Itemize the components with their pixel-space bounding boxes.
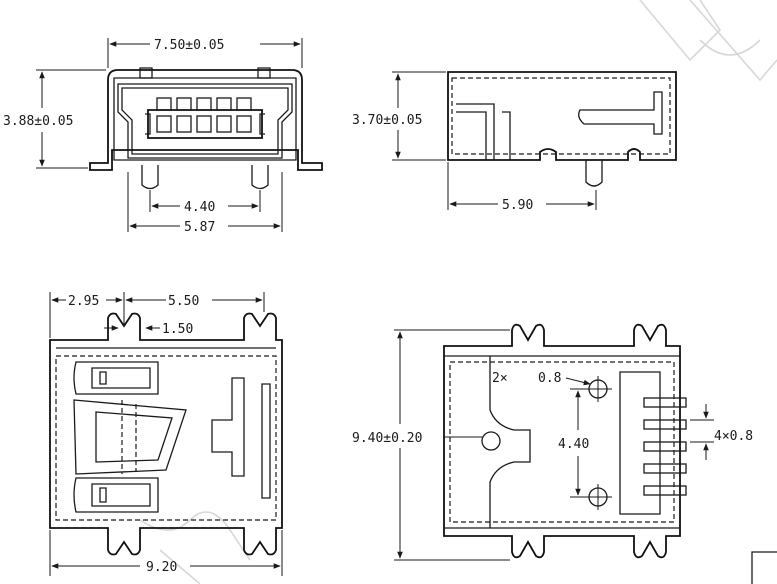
side-view — [447, 71, 677, 187]
front-foot-span-label: 5.87 — [184, 220, 215, 235]
side-height-label: 3.70±0.05 — [352, 113, 422, 128]
bottom-left-offset-label: 2.95 — [68, 294, 99, 309]
front-dimensions: 7.50±0.05 3.88±0.05 4.40 5.87 — [3, 38, 303, 235]
hole-diameter-label: 0.8 — [538, 371, 561, 386]
front-pin-span-label: 4.40 — [184, 200, 215, 215]
layout-length-label: 9.40±0.20 — [352, 431, 422, 446]
side-length-label: 5.90 — [502, 198, 533, 213]
side-dimensions: 3.70±0.05 5.90 — [352, 71, 597, 213]
hole-count-label: 2× — [492, 371, 508, 386]
pin-pitch-label: 4×0.8 — [714, 429, 753, 444]
layout-view — [443, 323, 687, 559]
locating-hole — [481, 431, 501, 451]
layout-dimensions: 9.40±0.20 2× 0.8 4.40 4×0.8 — [352, 329, 753, 561]
front-view — [89, 67, 323, 190]
hole-span-label: 4.40 — [558, 437, 589, 452]
front-height-label: 3.88±0.05 — [3, 114, 73, 129]
bottom-view — [49, 312, 283, 556]
bottom-total-label: 9.20 — [146, 560, 177, 575]
front-width-label: 7.50±0.05 — [154, 38, 224, 53]
bottom-post-span-label: 5.50 — [168, 294, 199, 309]
bottom-slot-label: 1.50 — [162, 322, 193, 337]
title-block-corner — [751, 551, 777, 584]
bottom-dimensions: 2.95 5.50 1.50 9.20 — [49, 292, 283, 576]
